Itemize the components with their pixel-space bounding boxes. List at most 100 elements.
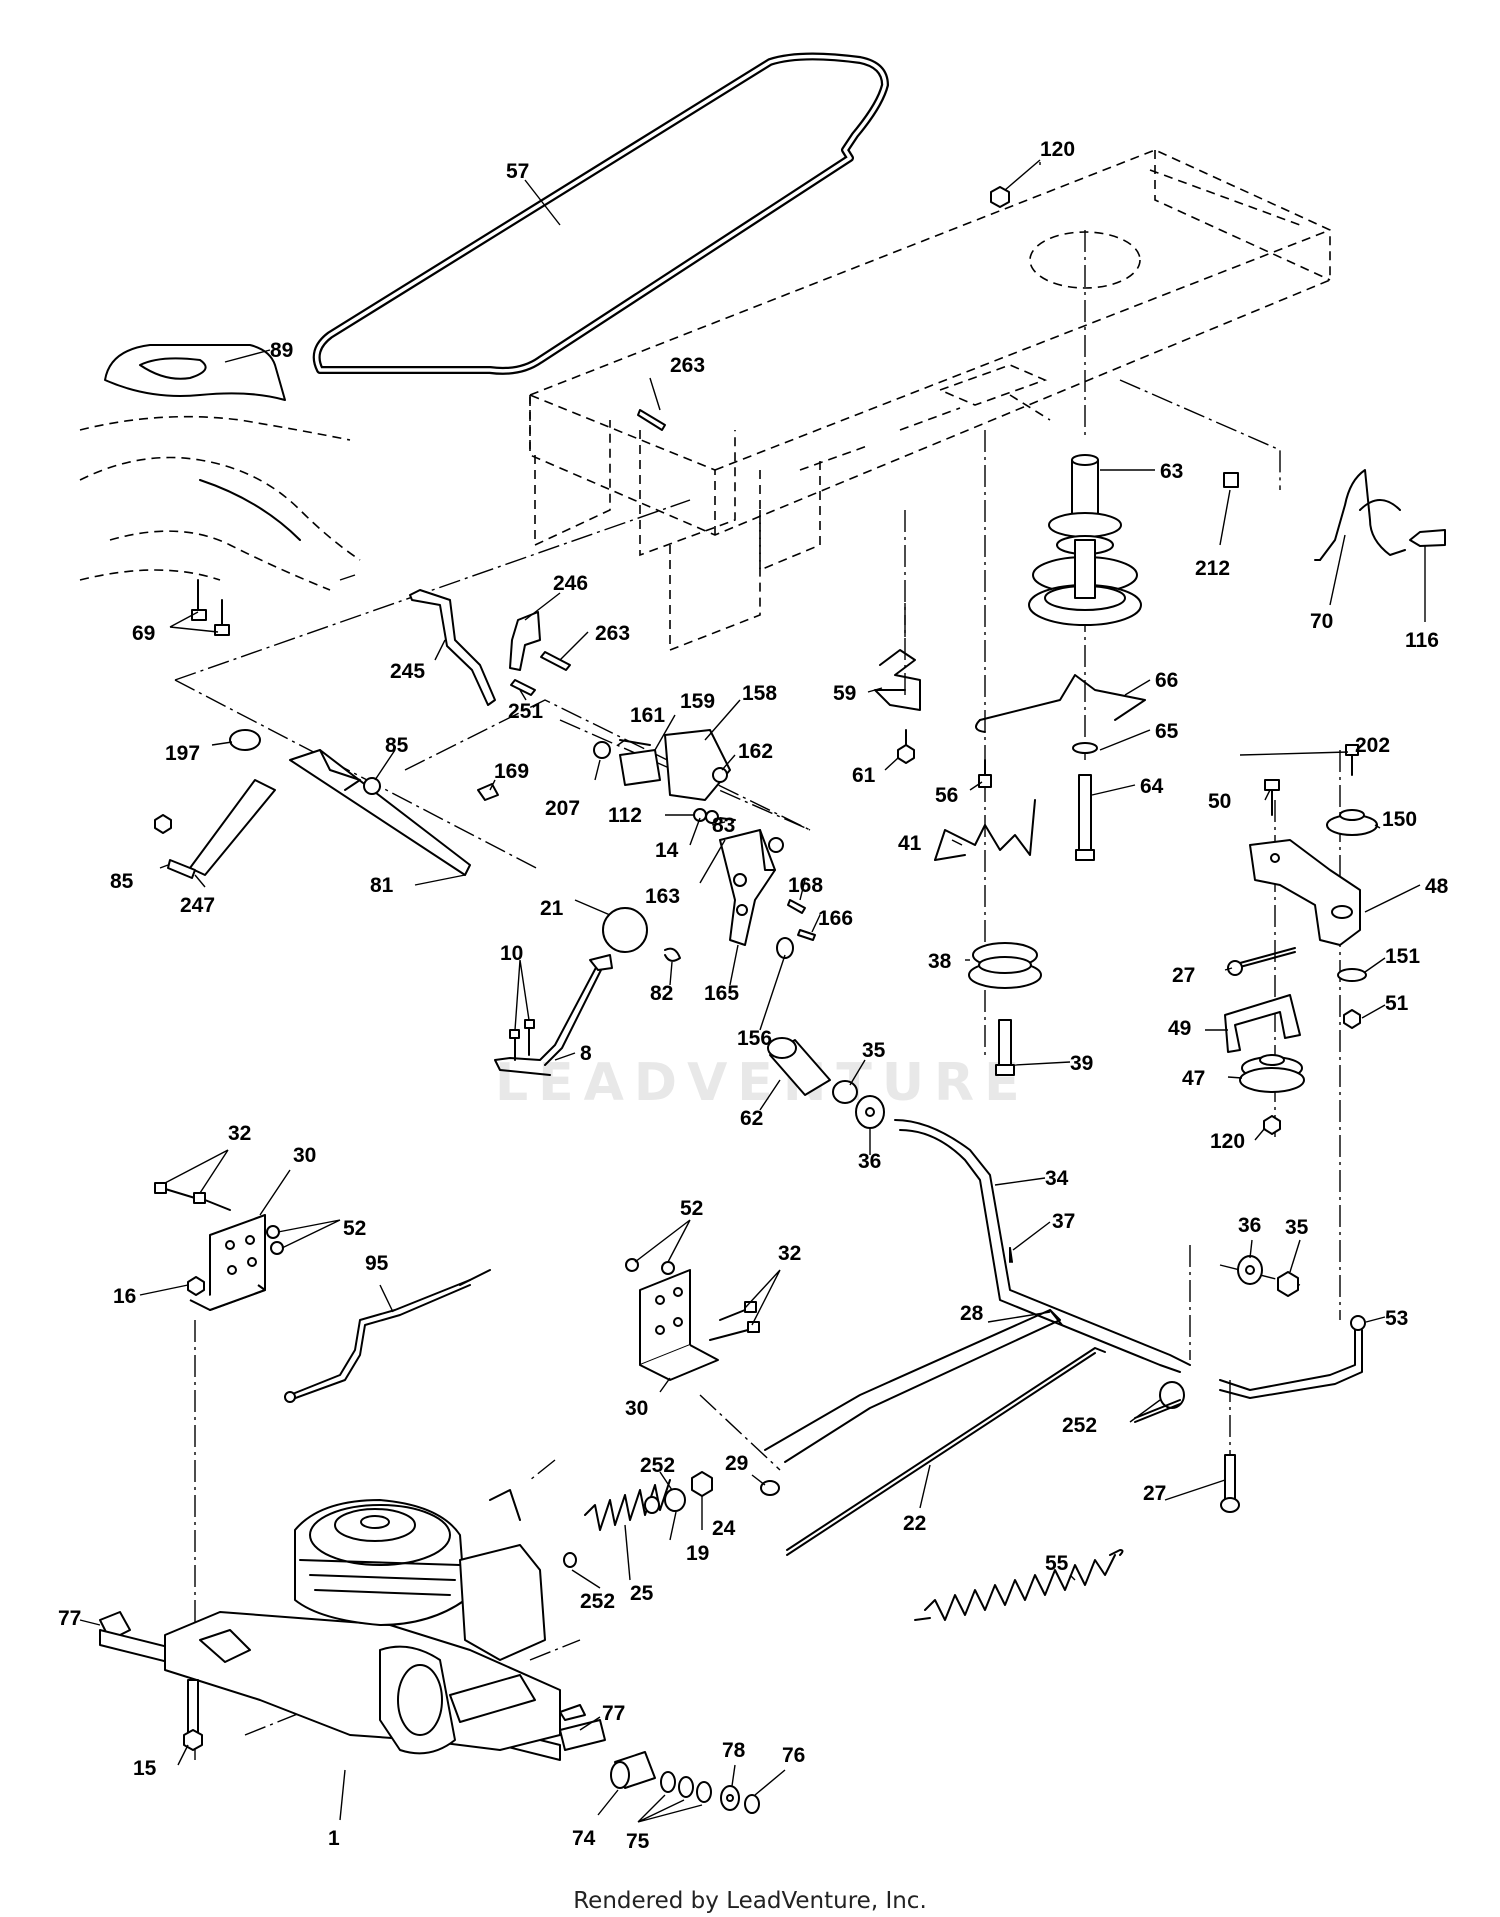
callout-51: 51 — [1385, 992, 1409, 1015]
callout-81: 81 — [370, 874, 394, 897]
callout-29: 29 — [725, 1452, 748, 1475]
callout-207: 207 — [545, 797, 580, 820]
mount-bracket-left — [154, 1182, 284, 1311]
spring-clip-59 — [874, 649, 921, 764]
callout-36: 36 — [858, 1150, 881, 1173]
eyebolt-27-lower — [1134, 1381, 1240, 1513]
callout-35-b: 35 — [1285, 1216, 1309, 1239]
mount-bracket-center — [625, 1258, 760, 1381]
callout-1: 1 — [328, 1827, 340, 1850]
callout-47: 47 — [1182, 1067, 1205, 1090]
frame-outline — [529, 149, 1331, 536]
fasteners-165 — [776, 899, 816, 959]
callout-95: 95 — [365, 1252, 389, 1275]
callout-55: 55 — [1045, 1552, 1069, 1575]
callout-52-b: 52 — [680, 1197, 703, 1220]
pin-37 — [1009, 1247, 1013, 1263]
clip-169 — [477, 783, 499, 801]
callout-151: 151 — [1385, 945, 1420, 968]
idler-bracket-49 — [1224, 994, 1305, 1135]
callout-49: 49 — [1168, 1017, 1191, 1040]
callout-24: 24 — [712, 1517, 736, 1540]
callout-39: 39 — [1070, 1052, 1093, 1075]
spring-55 — [914, 1549, 1124, 1621]
callout-245: 245 — [390, 660, 425, 683]
lever-linkage — [593, 729, 731, 801]
callout-251: 251 — [508, 700, 543, 723]
eyebolt-27-upper — [1227, 947, 1296, 976]
callout-85: 85 — [385, 734, 409, 757]
bushing-29 — [760, 1480, 780, 1496]
callout-156: 156 — [737, 1027, 772, 1050]
frame-side-plates — [534, 420, 821, 652]
watermark-text: LEADVENTURE — [495, 1053, 1030, 1113]
callout-66: 66 — [1155, 669, 1178, 692]
callout-120: 120 — [1040, 138, 1075, 161]
fender-outline — [79, 415, 361, 591]
callout-41: 41 — [898, 832, 922, 855]
callout-32-b: 32 — [778, 1242, 801, 1265]
callout-169: 169 — [494, 760, 529, 783]
axle-spacers — [610, 1751, 760, 1814]
callout-48: 48 — [1425, 875, 1449, 898]
callout-27: 27 — [1172, 964, 1195, 987]
callout-16: 16 — [113, 1285, 136, 1308]
callout-166: 166 — [818, 907, 853, 930]
callout-247: 247 — [180, 894, 215, 917]
clip-82 — [664, 947, 681, 962]
callout-61: 61 — [852, 764, 876, 787]
callout-75: 75 — [626, 1830, 650, 1853]
callout-25: 25 — [630, 1582, 654, 1605]
callout-246: 246 — [553, 572, 588, 595]
callout-252-c: 252 — [580, 1590, 615, 1613]
callout-263-b: 263 — [595, 622, 630, 645]
callout-159: 159 — [680, 690, 715, 713]
callout-57: 57 — [506, 160, 529, 183]
spring-assembly-25 — [563, 1471, 713, 1568]
bolts-263 — [510, 409, 666, 696]
callout-76: 76 — [782, 1744, 805, 1767]
top-nut — [990, 186, 1010, 208]
callout-150: 150 — [1382, 808, 1417, 831]
callout-168: 168 — [788, 874, 823, 897]
rod-28 — [764, 1309, 1063, 1463]
callout-56: 56 — [935, 784, 958, 807]
callout-69: 69 — [132, 622, 155, 645]
callout-63: 63 — [1160, 460, 1183, 483]
callout-10: 10 — [500, 942, 523, 965]
callout-89: 89 — [270, 339, 293, 362]
footer-credit: Rendered by LeadVenture, Inc. — [573, 1888, 927, 1914]
rod-22 — [786, 1347, 1106, 1556]
callout-37: 37 — [1052, 1210, 1075, 1233]
fasteners-56-65-64 — [978, 742, 1098, 861]
callout-85-b: 85 — [110, 870, 134, 893]
callout-28: 28 — [960, 1302, 984, 1325]
callout-252: 252 — [1062, 1414, 1097, 1437]
idler-arm-48 — [1249, 744, 1378, 1029]
rod-95 — [284, 1269, 491, 1403]
callout-14: 14 — [655, 839, 679, 862]
callout-116: 116 — [1405, 629, 1439, 652]
transaxle — [99, 1489, 606, 1761]
callout-36-b: 36 — [1238, 1214, 1261, 1237]
callout-35: 35 — [862, 1039, 886, 1062]
callout-161: 161 — [630, 704, 665, 727]
callout-38: 38 — [928, 950, 952, 973]
shift-lever — [494, 954, 613, 1076]
callout-52: 52 — [343, 1217, 366, 1240]
idler-pulley-38 — [968, 942, 1042, 1076]
shift-knob — [602, 907, 648, 953]
callout-30: 30 — [293, 1144, 316, 1167]
callout-22: 22 — [903, 1512, 926, 1535]
drive-belt — [312, 52, 889, 375]
callout-50: 50 — [1208, 790, 1231, 813]
callout-83: 83 — [712, 814, 735, 837]
flange-nut-212 — [1223, 472, 1239, 488]
callout-74: 74 — [572, 1827, 596, 1850]
callout-30-b: 30 — [625, 1397, 648, 1420]
callout-77: 77 — [58, 1607, 81, 1630]
rod-66 — [975, 674, 1146, 733]
callout-202: 202 — [1355, 734, 1390, 757]
callout-65: 65 — [1155, 720, 1179, 743]
